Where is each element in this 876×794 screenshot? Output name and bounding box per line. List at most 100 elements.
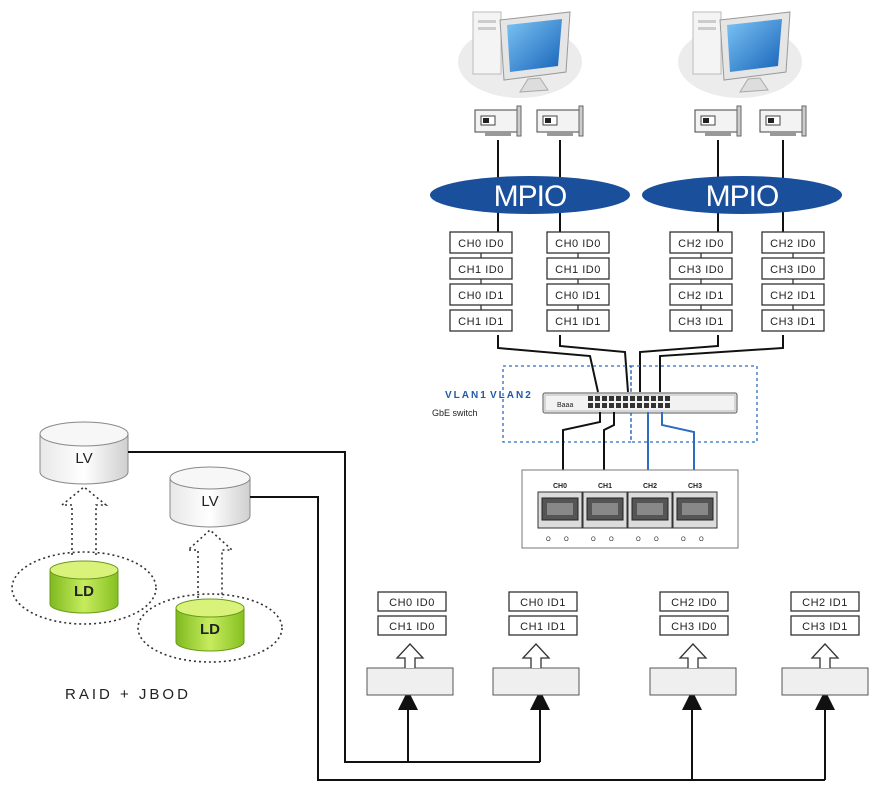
hollow-up-arrow-icon — [678, 643, 708, 668]
target-id-label: CH3 ID0 — [671, 621, 717, 633]
host-computer-right — [678, 11, 802, 98]
host-computer-left — [458, 11, 582, 98]
nic-card-1 — [474, 105, 522, 137]
switch-port — [665, 403, 670, 408]
port-led-label: O — [681, 537, 686, 543]
port-led-label: O — [591, 537, 596, 543]
port-led-label: O — [699, 537, 704, 543]
host-id-label: CH3 ID0 — [770, 264, 816, 276]
switch-port — [630, 396, 635, 401]
raid-label: RAID + JBOD — [65, 686, 191, 703]
switch-port — [616, 403, 621, 408]
host-id-label: CH2 ID1 — [678, 290, 724, 302]
stack-to-switch-links — [497, 335, 784, 393]
target-trays — [366, 643, 869, 696]
switch-port — [623, 396, 628, 401]
switch-port — [595, 403, 600, 408]
target-id-label: CH0 ID0 — [389, 597, 435, 609]
ld-groups — [11, 551, 283, 663]
target-tray-2 — [492, 643, 580, 696]
gbe-switch: Baaa — [542, 392, 738, 414]
channel-label: CH1 — [598, 483, 612, 490]
lv-cylinder-2: LV — [169, 466, 251, 528]
lv-to-target-links — [128, 451, 835, 781]
switch-port — [609, 403, 614, 408]
switch-port — [616, 396, 621, 401]
target-id-label: CH1 ID1 — [520, 621, 566, 633]
host-id-label: CH2 ID0 — [678, 238, 724, 250]
target-tray-3 — [649, 643, 737, 696]
switch-port — [644, 403, 649, 408]
host-id-label: CH3 ID1 — [770, 316, 816, 328]
port-led-label: O — [654, 537, 659, 543]
host-id-label: CH0 ID0 — [458, 238, 504, 250]
switch-port — [665, 396, 670, 401]
mpio-right-label: MPIO — [706, 180, 779, 213]
switch-port — [609, 396, 614, 401]
host-id-label: CH1 ID0 — [458, 264, 504, 276]
host-id-label: CH1 ID1 — [555, 316, 601, 328]
channel-label: CH0 — [553, 483, 567, 490]
host-id-label: CH3 ID0 — [678, 264, 724, 276]
ld-label-2: LD — [200, 621, 220, 638]
host-id-label: CH0 ID1 — [555, 290, 601, 302]
port-led-label: O — [609, 537, 614, 543]
switch-port — [644, 396, 649, 401]
host-id-label: CH0 ID1 — [458, 290, 504, 302]
switch-port — [637, 396, 642, 401]
target-id-label: CH3 ID1 — [802, 621, 848, 633]
channel-label: CH3 — [688, 483, 702, 490]
ld-cylinder-2: LD — [175, 598, 245, 652]
switch-port — [588, 396, 593, 401]
hollow-up-arrow-icon — [521, 643, 551, 668]
switch-ports — [588, 396, 670, 408]
ld-to-lv-arrows — [59, 485, 235, 598]
lv-label-1: LV — [75, 450, 92, 467]
switch-port — [658, 396, 663, 401]
target-tray-1 — [366, 643, 454, 696]
switch-brand: Baaa — [557, 402, 573, 409]
switch-port — [630, 403, 635, 408]
host-id-label: CH1 ID1 — [458, 316, 504, 328]
lv-cylinder-1: LV — [39, 421, 129, 485]
host-id-label: CH0 ID0 — [555, 238, 601, 250]
nic-cards — [474, 105, 807, 137]
mpio-left: MPIO — [430, 176, 630, 214]
lv-label-2: LV — [201, 493, 218, 510]
port-led-label: O — [546, 537, 551, 543]
host-id-label: CH1 ID0 — [555, 264, 601, 276]
nic-card-2 — [536, 105, 584, 137]
vlan1-label: VLAN1 — [445, 390, 488, 401]
hollow-up-arrow-icon — [810, 643, 840, 668]
host-id-label: CH2 ID0 — [770, 238, 816, 250]
switch-port — [595, 396, 600, 401]
switch-port — [651, 403, 656, 408]
host-id-label: CH2 ID1 — [770, 290, 816, 302]
switch-port — [602, 396, 607, 401]
target-id-label: CH1 ID0 — [389, 621, 435, 633]
switch-port — [588, 403, 593, 408]
switch-port — [623, 403, 628, 408]
switch-port — [602, 403, 607, 408]
port-led-label: O — [636, 537, 641, 543]
switch-port — [651, 396, 656, 401]
nic-card-4 — [759, 105, 807, 137]
host-id-label: CH3 ID1 — [678, 316, 724, 328]
switch-port — [637, 403, 642, 408]
mpio-left-label: MPIO — [494, 180, 567, 213]
ld-label-1: LD — [74, 583, 94, 600]
